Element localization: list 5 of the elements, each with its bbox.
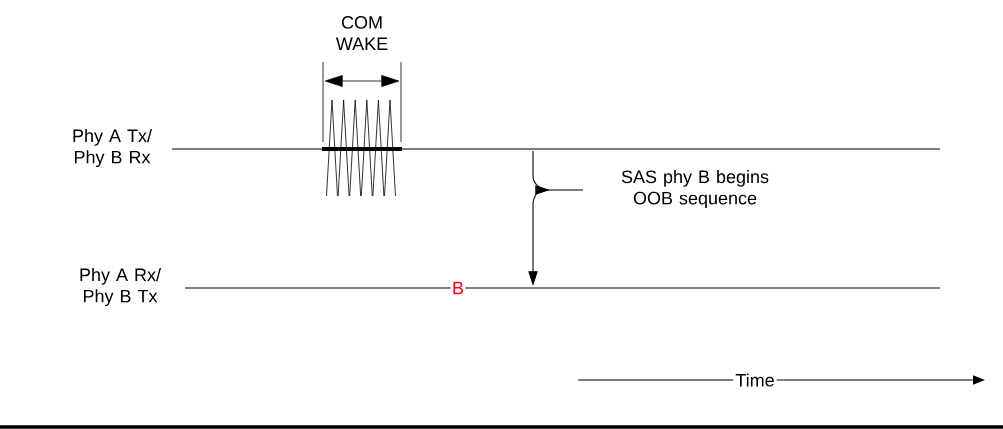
annotation-text: SAS phy B begins OOB sequence	[621, 169, 769, 209]
signal-label: Phy A Rx/ Phy B Tx	[80, 267, 161, 307]
signal-label: Phy A Tx/ Phy B Rx	[73, 128, 152, 168]
dimension-label: COM WAKE	[335, 16, 388, 50]
time-label: Time	[733, 371, 777, 389]
